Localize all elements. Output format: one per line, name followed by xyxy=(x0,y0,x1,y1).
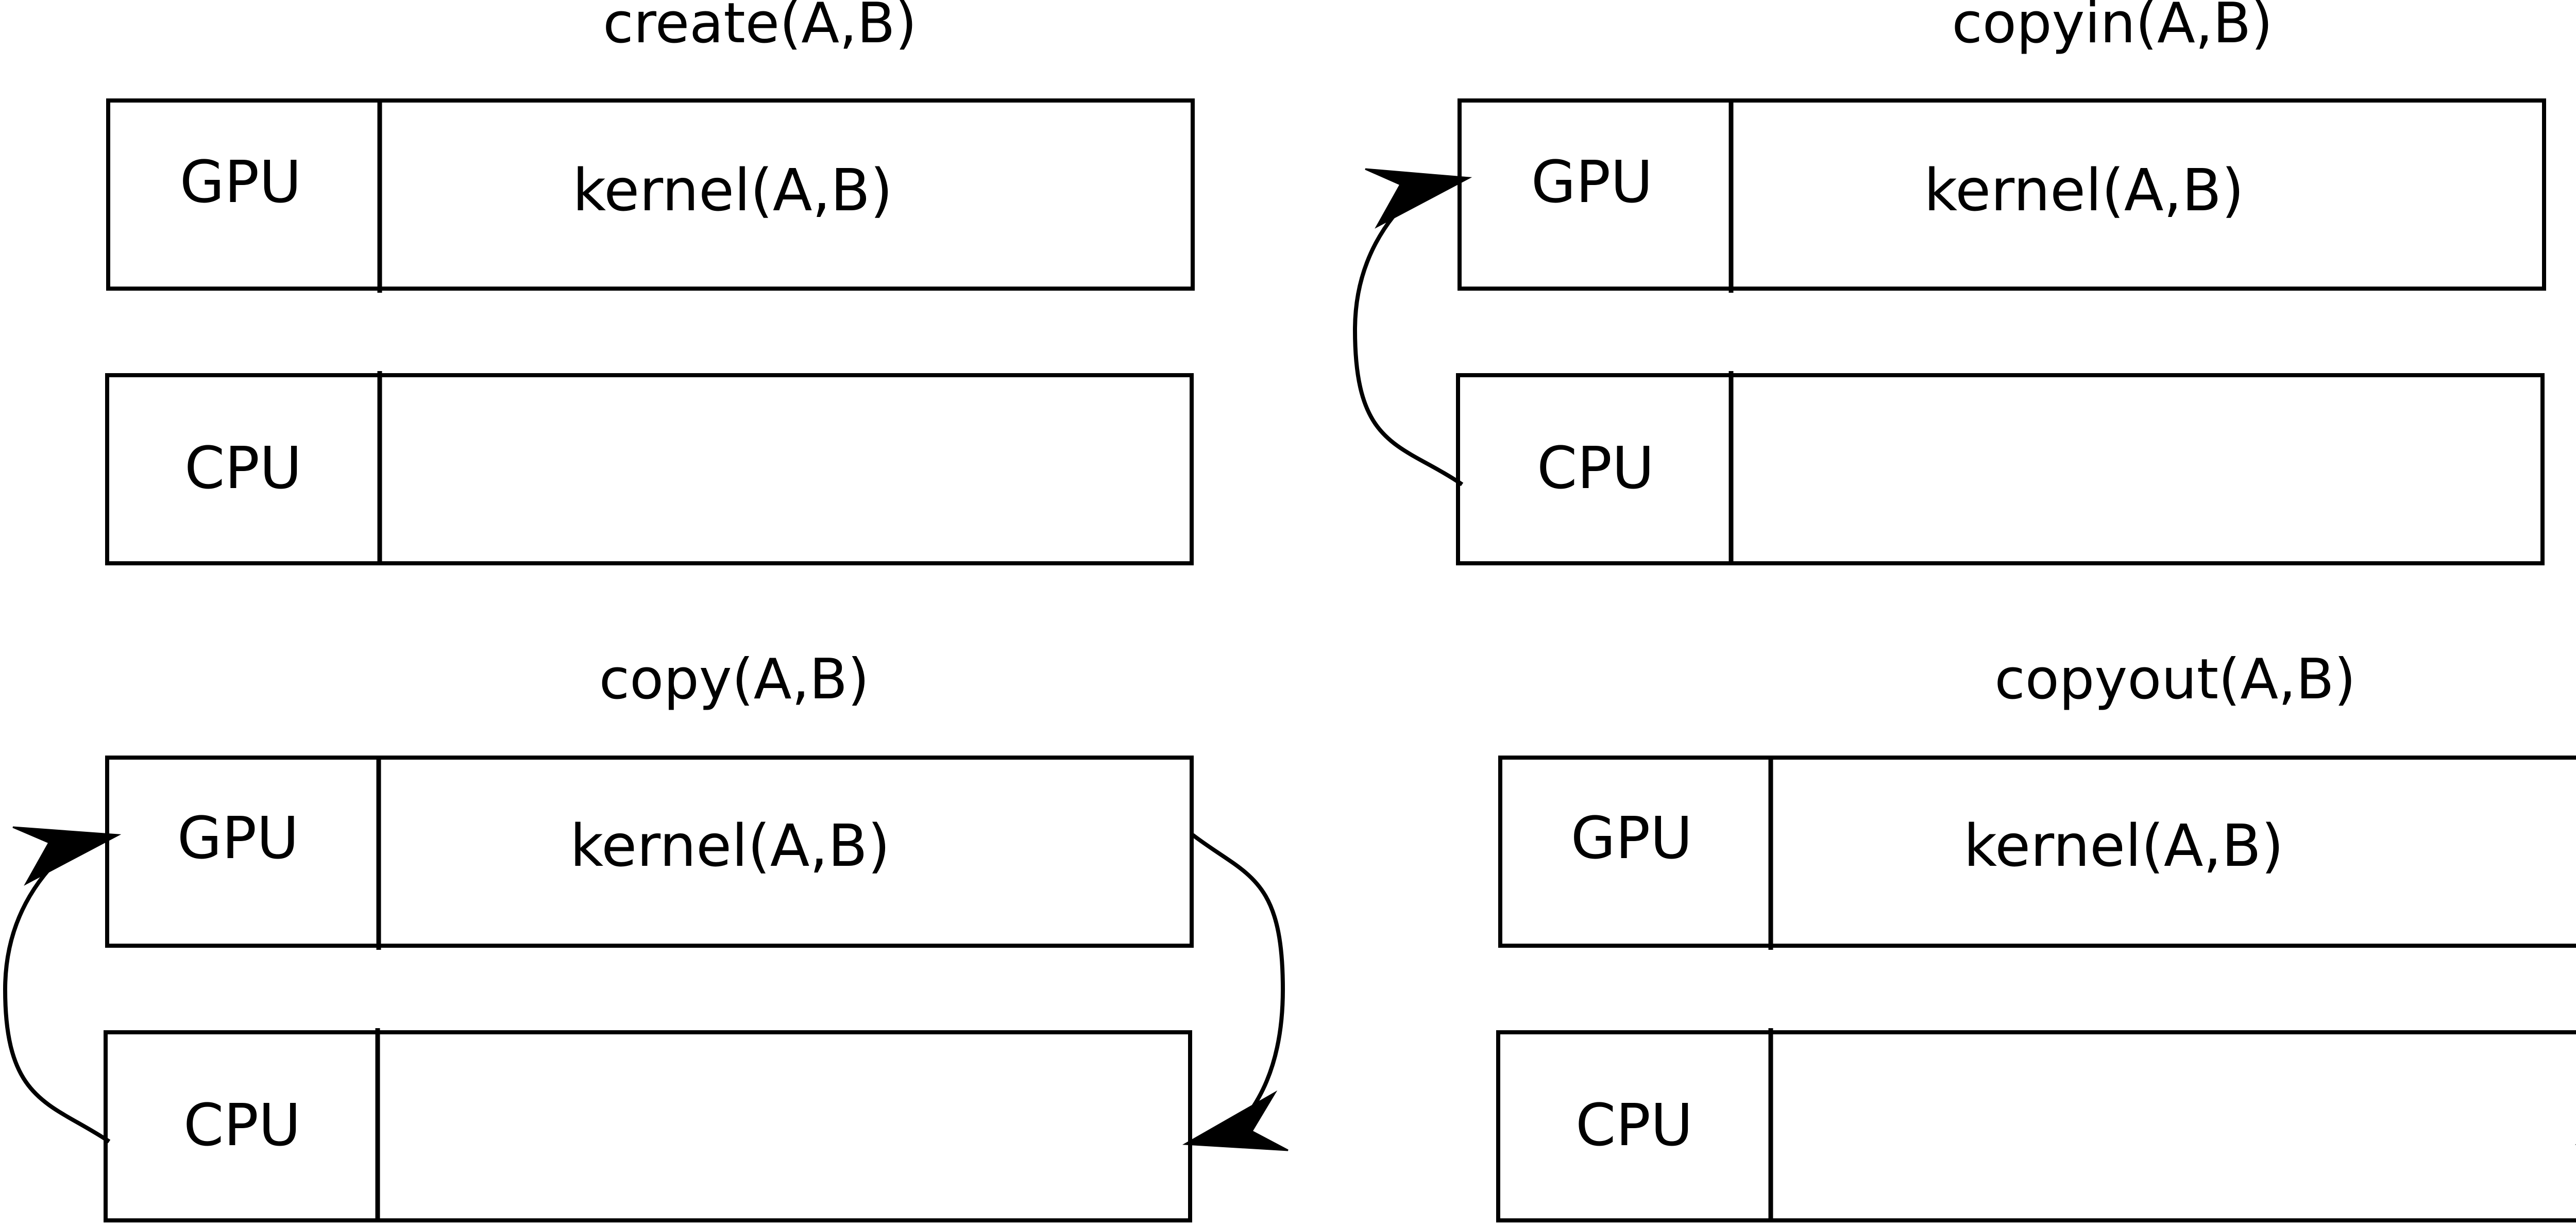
gpu-label: GPU xyxy=(1571,805,1692,872)
copy-out-arrowhead xyxy=(1182,1090,1289,1151)
copy-in-arrowhead xyxy=(1365,168,1472,229)
gpu-label: GPU xyxy=(1531,149,1653,216)
gpu-box-frame xyxy=(105,756,1194,948)
cpu-memory-box: CPU xyxy=(104,1028,1192,1222)
gpu-memory-box: GPU kernel(A,B) xyxy=(1458,98,2546,293)
kernel-label: kernel(A,B) xyxy=(1924,157,2244,224)
panel-copyout: copyout(A,B) GPU kernel(A,B) CPU xyxy=(1496,647,2576,1222)
panel-copyin: copyin(A,B) GPU kernel(A,B) CPU xyxy=(1352,0,2546,565)
cpu-memory-box: CPU xyxy=(105,371,1194,565)
panel-copy: copy(A,B) GPU kernel(A,B) CPU xyxy=(3,647,1289,1222)
cpu-label: CPU xyxy=(184,435,302,502)
copy-out-arrow xyxy=(1182,833,1289,1151)
gpu-memory-box: GPU kernel(A,B) xyxy=(106,98,1195,293)
panel-title: create(A,B) xyxy=(603,0,917,56)
cpu-label: CPU xyxy=(183,1092,301,1159)
gpu-box-frame xyxy=(1498,756,2576,948)
kernel-label: kernel(A,B) xyxy=(572,157,892,224)
gpu-memory-box: GPU kernel(A,B) xyxy=(1498,756,2576,950)
gpu-box-frame xyxy=(1458,98,2546,291)
cpu-box-frame xyxy=(104,1030,1192,1222)
panel-create: create(A,B) GPU kernel(A,B) CPU xyxy=(105,0,1195,565)
gpu-label: GPU xyxy=(177,805,299,872)
cpu-box-frame xyxy=(105,373,1194,565)
copy-in-arrow-path xyxy=(1352,194,1464,487)
cpu-memory-box: CPU xyxy=(1496,1028,2576,1222)
copy-in-arrowhead xyxy=(12,826,122,886)
panel-title: copyout(A,B) xyxy=(1994,647,2355,712)
copy-out-arrow-path xyxy=(1191,833,1285,1135)
panel-title: copyin(A,B) xyxy=(1952,0,2273,56)
cpu-label: CPU xyxy=(1575,1092,1693,1159)
copy-in-arrow-path xyxy=(3,854,111,1144)
kernel-label: kernel(A,B) xyxy=(1963,813,2283,880)
cpu-memory-box: CPU xyxy=(1456,371,2545,565)
gpu-memory-box: GPU kernel(A,B) xyxy=(105,756,1194,950)
copy-in-arrow xyxy=(3,826,122,1144)
copy-in-arrow xyxy=(1352,168,1472,487)
gpu-label: GPU xyxy=(180,149,301,216)
cpu-box-frame xyxy=(1496,1030,2576,1222)
cpu-box-frame xyxy=(1456,373,2545,565)
cpu-label: CPU xyxy=(1537,435,1654,502)
gpu-box-frame xyxy=(106,98,1195,291)
kernel-label: kernel(A,B) xyxy=(570,813,890,880)
panel-title: copy(A,B) xyxy=(599,647,870,712)
